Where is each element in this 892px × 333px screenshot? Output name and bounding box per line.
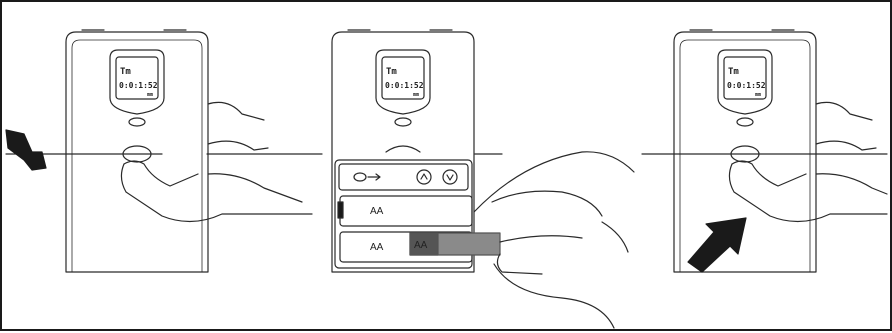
lcd-main-text: 0:0:1:52	[385, 81, 424, 90]
arrow-right-icon	[368, 174, 380, 180]
lcd-sub-text: mm	[147, 92, 153, 98]
lcd-top-text: Tm	[386, 67, 397, 77]
ok-button-icon	[395, 118, 411, 126]
new-battery-label: AA	[414, 240, 428, 251]
lcd-main-text: 0:0:1:52	[727, 81, 766, 90]
lcd-sub-text: mm	[413, 92, 419, 98]
panel-3	[674, 30, 887, 272]
lcd-main-text: 0:0:1:52	[119, 81, 158, 90]
device-body	[674, 32, 816, 272]
device-inner-edge	[72, 40, 202, 272]
battery-label-2: AA	[370, 242, 384, 253]
down-button-icon	[443, 170, 457, 184]
lcd-top-text: Tm	[728, 67, 739, 77]
ok-button-icon	[129, 118, 145, 126]
panel-2	[332, 30, 634, 328]
release-arrow-icon	[688, 218, 746, 272]
hand-icon	[729, 164, 887, 222]
lcd-sub-text: mm	[755, 92, 761, 98]
battery-terminal	[338, 202, 343, 218]
press-arrow-icon	[6, 130, 46, 170]
release-button	[386, 146, 420, 152]
lcd-top-text: Tm	[120, 67, 131, 77]
battery-label-1: AA	[370, 206, 384, 217]
ok-button-icon	[354, 173, 366, 181]
device-body	[66, 32, 208, 272]
up-button-icon	[417, 170, 431, 184]
battery-slot-1	[340, 196, 472, 226]
panel-1	[66, 30, 312, 272]
hand-icon	[474, 152, 634, 212]
ok-button-icon	[737, 118, 753, 126]
